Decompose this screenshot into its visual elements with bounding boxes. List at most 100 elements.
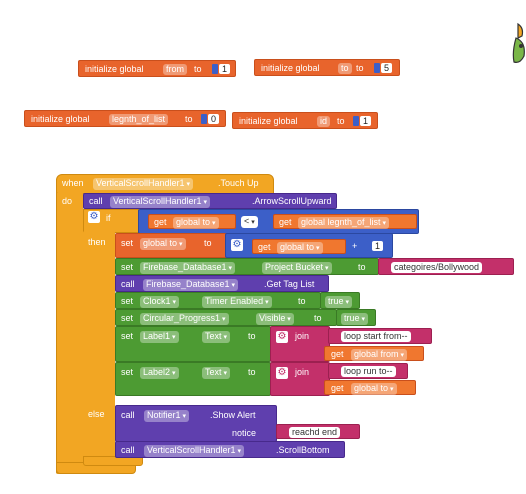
compare-operator-dropdown[interactable]: < [241,216,258,228]
component-dropdown[interactable]: Label1 [140,331,179,343]
number-value[interactable]: 1 [372,241,384,251]
boolean-true[interactable]: true [336,309,376,326]
var-name[interactable]: to [338,63,352,74]
get-global-to[interactable]: get global to [148,214,236,229]
value-socket [201,114,207,124]
keyword: initialize global [31,114,90,124]
component-dropdown[interactable]: Firebase_Database1 [140,262,236,274]
get-label: get [279,217,292,227]
boolean-dropdown[interactable]: true [341,313,368,325]
value-socket [212,64,218,74]
number-value[interactable]: 1 [360,116,372,126]
get-global-from[interactable]: get global from [324,346,424,361]
var-dropdown[interactable]: global to [277,242,323,254]
method-name: .ScrollBottom [276,445,330,455]
keyword: initialize global [85,64,144,74]
set-label: set [121,313,134,323]
if-label: if [106,213,111,223]
component-dropdown[interactable]: Label2 [140,367,179,379]
text-categoires-bollywood[interactable]: categoires/Bollywood [378,258,514,275]
property-dropdown[interactable]: Project Bucket [262,262,332,274]
event-component-dropdown[interactable]: VerticalScrollHandler1 [93,178,194,190]
get-label: get [331,349,344,359]
set-label: set [121,296,134,306]
set-visible[interactable]: set Circular_Progress1 Visible to [115,309,337,326]
set-project-bucket[interactable]: set Firebase_Database1 Project Bucket to [115,258,379,275]
text-value[interactable]: categoires/Bollywood [391,262,483,273]
method-name: .Show Alert [210,410,256,420]
get-label: get [258,242,271,252]
to-label: to [358,262,366,272]
get-global-to[interactable]: get global to [324,380,416,395]
var-name[interactable]: legnth_of_list [109,114,169,125]
component-dropdown[interactable]: Firebase_Database1 [143,279,239,291]
join-block[interactable]: ⚙ join [270,326,330,362]
mutator-gear-icon[interactable]: ⚙ [276,367,288,379]
init-global-to[interactable]: initialize global to to 5 [254,59,400,76]
call-label: call [121,410,135,420]
text-value[interactable]: loop run to-- [341,366,396,377]
to-label: to [194,64,202,74]
mutator-gear-icon[interactable]: ⚙ [231,239,243,251]
do-label: do [62,196,73,206]
component-dropdown[interactable]: Circular_Progress1 [140,313,229,325]
component-dropdown[interactable]: Notifier1 [144,410,189,422]
property-dropdown[interactable]: Text [202,367,230,379]
number-value[interactable]: 5 [381,63,393,73]
if-block-bottom [83,456,143,466]
to-label: to [204,238,212,248]
number-value[interactable]: 1 [219,64,231,74]
get-global-legnth-of-list[interactable]: get global legnth_of_list [273,214,417,229]
property-dropdown[interactable]: Text [202,331,230,343]
to-label: to [298,296,306,306]
set-label1-text[interactable]: set Label1 Text to [115,326,271,362]
call-label: call [89,196,103,206]
text-value[interactable]: reachd end [289,427,341,438]
var-dropdown[interactable]: global to [173,217,219,229]
call-label: call [121,279,135,289]
addition-block[interactable]: ⚙ get global to + 1 [225,233,393,258]
call-scroll-bottom[interactable]: call VerticalScrollHandler1 .ScrollBotto… [115,441,345,458]
var-name[interactable]: id [317,116,331,127]
set-timer-enabled[interactable]: set Clock1 Timer Enabled to [115,292,321,309]
property-dropdown[interactable]: Timer Enabled [202,296,272,308]
mutator-gear-icon[interactable]: ⚙ [88,211,100,223]
init-global-from[interactable]: initialize global from to 1 [78,60,236,77]
text-loop-run[interactable]: loop run to-- [328,363,408,379]
value-socket [353,116,359,126]
compare-block[interactable]: get global to < get global legnth_of_lis… [138,209,419,234]
to-label: to [248,331,256,341]
mutator-gear-icon[interactable]: ⚙ [276,331,288,343]
text-reachd-end[interactable]: reachd end [276,424,360,439]
get-global-to[interactable]: get global to [252,239,346,254]
to-label: to [356,63,364,73]
method-name: .Get Tag List [264,279,315,289]
call-arrow-scroll-upward[interactable]: call VerticalScrollHandler1 .ArrowScroll… [83,193,337,209]
init-global-legnth-of-list[interactable]: initialize global legnth_of_list to 0 [24,110,226,127]
boolean-true[interactable]: true [320,292,360,309]
var-dropdown[interactable]: global to [140,238,186,250]
then-label: then [88,237,106,247]
var-dropdown[interactable]: global from [351,349,407,361]
call-get-tag-list[interactable]: call Firebase_Database1 .Get Tag List [115,275,329,292]
join-block[interactable]: ⚙ join [270,362,330,396]
component-dropdown[interactable]: VerticalScrollHandler1 [144,445,245,457]
app-inventor-robot-icon [512,22,525,63]
text-loop-start[interactable]: loop start from-- [328,328,432,344]
number-value[interactable]: 0 [208,114,220,124]
property-dropdown[interactable]: Visible [256,313,294,325]
set-label: set [121,238,134,248]
set-global-to[interactable]: set global to to [115,233,231,258]
if-block-left-bar [83,231,115,461]
var-dropdown[interactable]: global to [351,383,397,395]
var-name[interactable]: from [163,64,187,75]
text-value[interactable]: loop start from-- [341,331,411,342]
var-dropdown[interactable]: global legnth_of_list [298,217,390,229]
component-dropdown[interactable]: VerticalScrollHandler1 [110,196,211,208]
call-show-alert[interactable]: call Notifier1 .Show Alert notice [115,405,277,442]
init-global-id[interactable]: initialize global id to 1 [232,112,378,129]
boolean-dropdown[interactable]: true [325,296,352,308]
set-label: set [121,331,134,341]
component-dropdown[interactable]: Clock1 [140,296,179,308]
set-label2-text[interactable]: set Label2 Text to [115,362,271,396]
